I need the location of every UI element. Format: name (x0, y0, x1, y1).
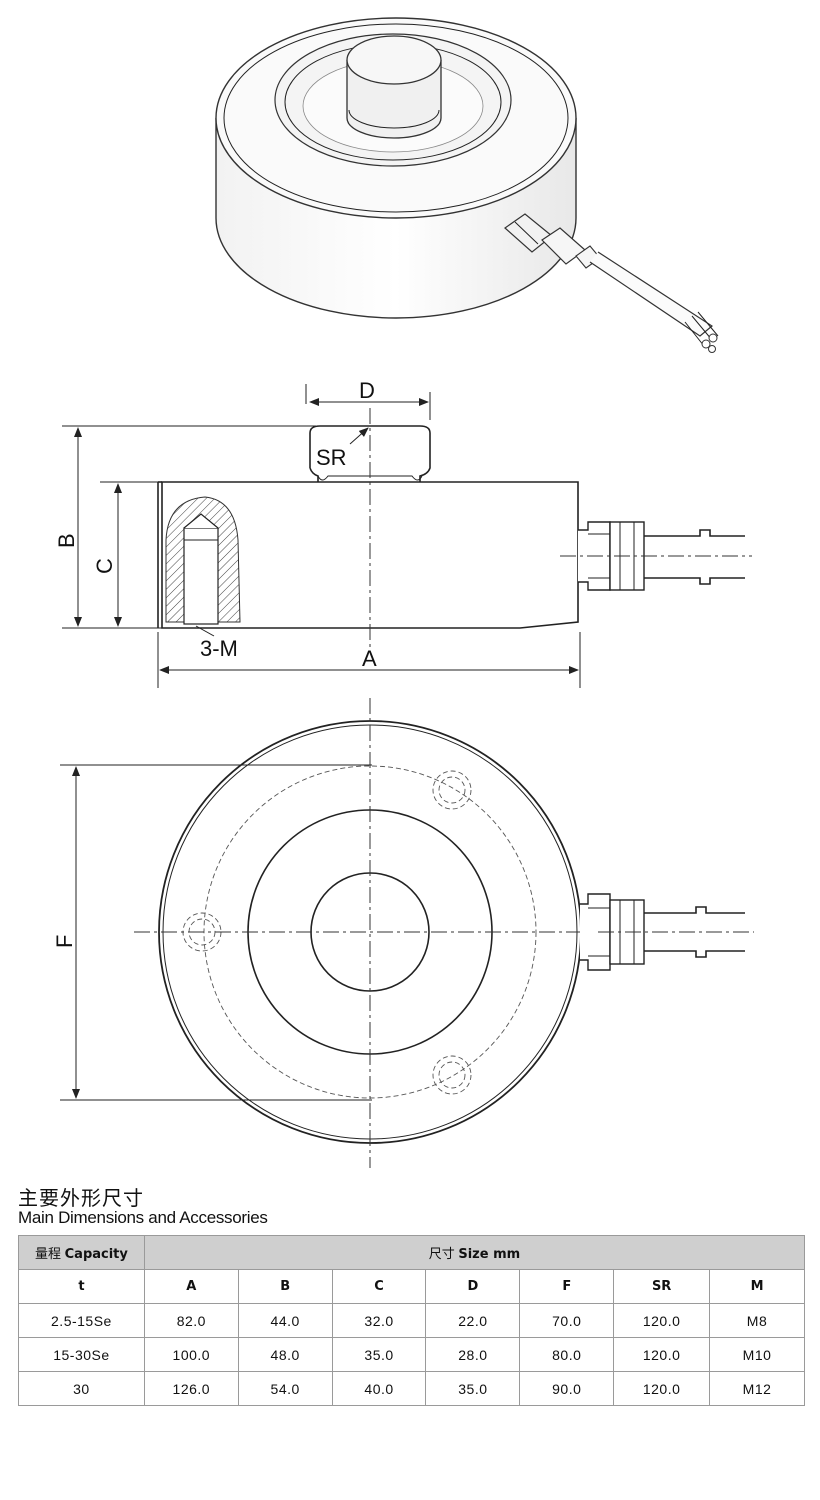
column-header: A (143, 1269, 239, 1304)
capacity-header: 量程 Capacity (18, 1235, 145, 1270)
section-title-cn: 主要外形尺寸 (18, 1188, 144, 1210)
table-cell: 120.0 (613, 1371, 711, 1406)
table-cell: M12 (709, 1371, 805, 1406)
table-cell: 28.0 (425, 1337, 521, 1372)
dim-label-c: C (92, 558, 117, 574)
column-header: F (519, 1269, 615, 1304)
table-cell: 100.0 (143, 1337, 239, 1372)
table-cell: 15-30Se (18, 1337, 145, 1372)
table-cell: 120.0 (613, 1303, 711, 1338)
top-view: F (52, 698, 754, 1168)
table-cell: 80.0 (519, 1337, 615, 1372)
column-header: C (331, 1269, 427, 1304)
table-cell: 2.5-15Se (18, 1303, 145, 1338)
table-cell: M10 (709, 1337, 805, 1372)
dim-label-d: D (359, 378, 375, 403)
dim-label-a: A (362, 646, 377, 671)
table-cell: 126.0 (143, 1371, 239, 1406)
table-cell: 44.0 (237, 1303, 333, 1338)
technical-drawing: D SR B C 3-M A F (52, 17, 754, 1168)
column-header: M (709, 1269, 805, 1304)
table-cell: 22.0 (425, 1303, 521, 1338)
table-column-row: t A B C D F SR M (18, 1269, 805, 1304)
table-header-row: 量程 Capacity 尺寸 Size mm (18, 1235, 806, 1270)
table-cell: 54.0 (237, 1371, 333, 1406)
column-header: D (425, 1269, 521, 1304)
column-header: B (237, 1269, 333, 1304)
table-row: 15-30Se 100.0 48.0 35.0 28.0 80.0 120.0 … (18, 1337, 805, 1372)
section-title-en: Main Dimensions and Accessories (18, 1208, 268, 1227)
table-cell: 82.0 (143, 1303, 239, 1338)
cable-connector (504, 213, 719, 353)
dimensions-table: 量程 Capacity 尺寸 Size mm t A B C D F SR M … (18, 1235, 806, 1406)
dim-label-m: 3-M (200, 636, 238, 661)
table-cell: 30 (18, 1371, 145, 1406)
column-header: t (18, 1269, 145, 1304)
dim-label-f: F (52, 935, 77, 948)
table-cell: 90.0 (519, 1371, 615, 1406)
side-view: D SR B C 3-M A (54, 378, 752, 688)
size-header: 尺寸 Size mm (143, 1235, 806, 1270)
table-cell: 40.0 (331, 1371, 427, 1406)
table-row: 2.5-15Se 82.0 44.0 32.0 22.0 70.0 120.0 … (18, 1303, 805, 1338)
dim-label-sr: SR (316, 445, 347, 470)
table-cell: 70.0 (519, 1303, 615, 1338)
dim-label-b: B (54, 533, 79, 548)
column-header: SR (613, 1269, 711, 1304)
isometric-view (215, 17, 719, 353)
table-cell: 35.0 (425, 1371, 521, 1406)
table-cell: 35.0 (331, 1337, 427, 1372)
table-cell: 120.0 (613, 1337, 711, 1372)
table-row: 30 126.0 54.0 40.0 35.0 90.0 120.0 M12 (18, 1371, 805, 1406)
table-cell: 48.0 (237, 1337, 333, 1372)
table-cell: M8 (709, 1303, 805, 1338)
table-cell: 32.0 (331, 1303, 427, 1338)
